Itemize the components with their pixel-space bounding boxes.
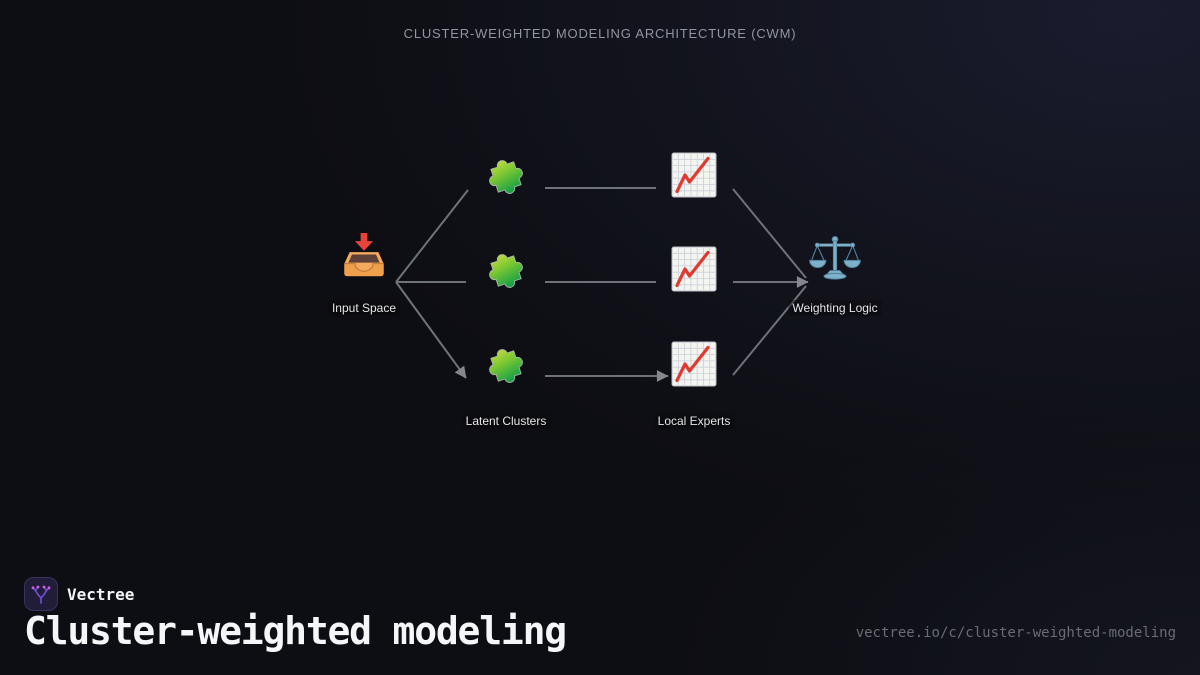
brand-row: Vectree [24,577,134,611]
puzzle-piece-icon [489,254,523,288]
puzzle-piece-icon [489,160,523,194]
chart-increasing-icon [671,152,717,198]
puzzle-piece-icon [489,349,523,383]
balance-scale-icon [809,235,861,280]
vectree-branch-icon [24,577,58,611]
footer-url: vectree.io/c/cluster-weighted-modeling [855,625,1176,641]
weighting-logic-label: Weighting Logic [788,300,882,316]
edge-expert1-to-weighting [732,188,807,279]
page-title: Cluster-weighted modeling [24,609,567,653]
edge-input-to-cluster1 [395,189,469,283]
connector-edges [395,187,809,382]
input-space-label: Input Space [327,300,401,316]
diagram-title: CLUSTER-WEIGHTED MODELING ARCHITECTURE (… [403,26,797,41]
local-experts-label: Local Experts [653,413,735,429]
edge-input-to-cluster3 [395,281,467,379]
inbox-tray-icon [344,232,384,277]
latent-clusters-label: Latent Clusters [461,413,551,429]
brand-name: Vectree [67,584,135,604]
chart-increasing-icon [671,246,717,292]
chart-increasing-icon [671,341,717,387]
